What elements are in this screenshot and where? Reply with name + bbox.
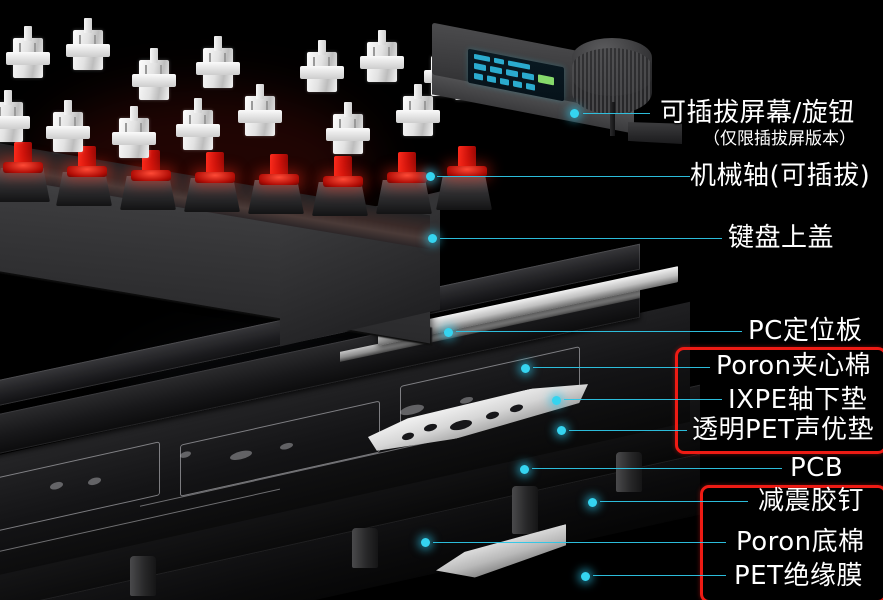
pcb-pad [0, 441, 160, 538]
switch-stem [360, 30, 404, 100]
switch-stem [176, 98, 220, 168]
switch-stem [0, 90, 30, 160]
switch-stem [6, 26, 50, 96]
callout-label-ixpe-switch-pad: IXPE轴下垫 [728, 385, 868, 415]
leader-dot-poron-bottom-foam [421, 538, 430, 547]
switch-stem [300, 40, 344, 110]
module-pin-header [628, 122, 682, 144]
switch-spring-post [3, 142, 43, 173]
leader-line-screen-knob [583, 113, 650, 114]
leader-dot-ixpe-switch-pad [552, 396, 561, 405]
switch-stem [66, 18, 110, 88]
leader-dot-keyboard-top-case [428, 234, 437, 243]
switch-stem [326, 102, 370, 172]
leader-line-transparent-pet-sound-pad [569, 430, 687, 431]
rotary-knob [572, 38, 652, 96]
callout-label-pc-plate: PC定位板 [748, 316, 863, 346]
switch-spring-post [387, 152, 427, 183]
leader-line-pc-plate [456, 331, 742, 332]
switch-stem [238, 84, 282, 154]
module-connector-leg [610, 102, 615, 136]
switch-stem [46, 100, 90, 170]
leader-line-damping-rubber-nails [600, 501, 748, 502]
keyboard-exploded-photo [0, 18, 700, 600]
callout-label-poron-bottom-foam: Poron底棉 [736, 527, 865, 557]
leader-line-pcb [532, 468, 782, 469]
damping-post-2 [352, 528, 378, 568]
switch-spring-post [323, 156, 363, 187]
switch-stem [396, 84, 440, 154]
switch-stem [196, 36, 240, 106]
ixpe-hole [486, 411, 499, 421]
switch-housing [120, 176, 176, 210]
callout-label-pet-insulation-film: PET绝缘膜 [734, 561, 863, 591]
callout-label-transparent-pet-sound-pad: 透明PET声优垫 [692, 415, 874, 445]
leader-dot-mechanical-switch [426, 172, 435, 181]
switch-stem [112, 106, 156, 176]
leader-dot-damping-rubber-nails [588, 498, 597, 507]
switch-housing [0, 168, 50, 202]
leader-dot-pet-insulation-film [581, 572, 590, 581]
leader-dot-poron-sandwich-foam [521, 364, 530, 373]
callout-label-damping-rubber-nails: 减震胶钉 [758, 486, 865, 516]
switch-stem [132, 48, 176, 118]
damping-post-4 [616, 452, 642, 492]
leader-dot-screen-knob [570, 109, 579, 118]
switch-housing [248, 180, 304, 214]
switch-spring-post [447, 146, 487, 177]
callout-sublabel-screen-knob: （仅限插拔屏版本） [703, 129, 856, 149]
switch-housing [184, 178, 240, 212]
pluggable-screen-knob-module [432, 22, 682, 144]
callout-label-pcb: PCB [790, 453, 844, 483]
ixpe-hole [510, 403, 523, 413]
switch-spring-post [67, 146, 107, 177]
leader-dot-pc-plate [444, 328, 453, 337]
switch-housing [376, 180, 432, 214]
leader-line-ixpe-switch-pad [564, 399, 722, 400]
leader-line-pet-insulation-film [593, 575, 726, 576]
leader-line-poron-sandwich-foam [533, 367, 710, 368]
damping-post-3 [512, 486, 538, 534]
callout-label-poron-sandwich-foam: Poron夹心棉 [716, 351, 872, 381]
ixpe-hole [450, 418, 472, 432]
callout-label-screen-knob: 可插拔屏幕/旋钮 [660, 98, 855, 128]
switch-housing [436, 176, 492, 210]
callout-label-mechanical-switch: 机械轴(可插拔) [690, 161, 871, 191]
ixpe-hole [424, 423, 437, 433]
ixpe-hole [402, 432, 414, 442]
switch-spring-post [259, 154, 299, 185]
leader-line-mechanical-switch [437, 176, 690, 177]
leader-line-keyboard-top-case [440, 238, 722, 239]
leader-line-poron-bottom-foam [433, 542, 726, 543]
leader-dot-transparent-pet-sound-pad [557, 426, 566, 435]
damping-post-1 [130, 556, 156, 596]
switch-housing [56, 172, 112, 206]
switch-spring-post [195, 152, 235, 183]
switch-housing [312, 182, 368, 216]
highlight-box-upper-foam-group [675, 347, 883, 454]
leader-dot-pcb [520, 465, 529, 474]
callout-label-keyboard-top-case: 键盘上盖 [728, 223, 835, 253]
